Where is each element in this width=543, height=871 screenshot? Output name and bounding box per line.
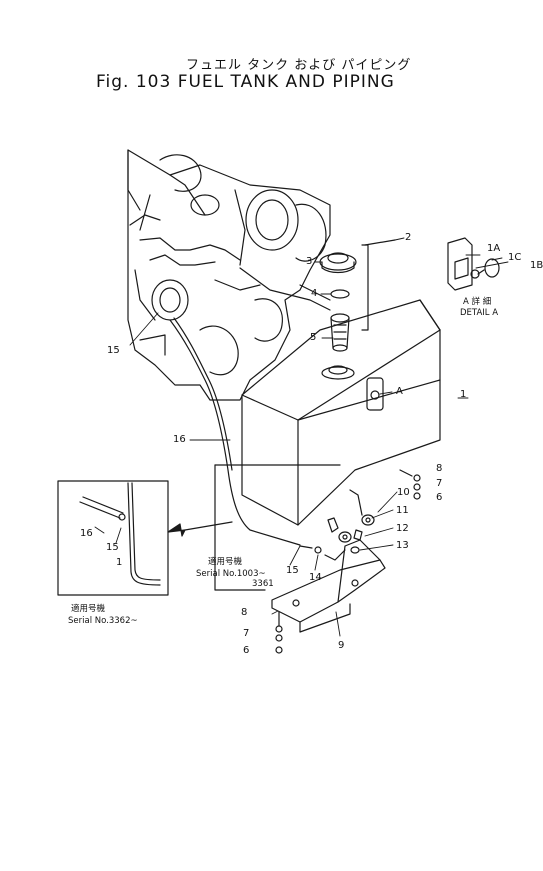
callout-7-lower: 7 xyxy=(243,628,250,639)
callout-2: 2 xyxy=(405,232,412,243)
callout-14: 14 xyxy=(309,572,322,583)
callout-13: 13 xyxy=(396,540,409,551)
detail-a-caption-jp: A 詳 細 xyxy=(463,297,492,307)
callout-15-inset: 15 xyxy=(106,542,119,553)
fuel-hose xyxy=(169,319,301,546)
bolt-set-lower xyxy=(275,611,283,654)
callout-6-lower: 6 xyxy=(243,645,250,656)
callout-1-inset: 1 xyxy=(116,557,123,568)
inset-detail xyxy=(57,480,169,596)
callout-12: 12 xyxy=(396,523,409,534)
fittings xyxy=(299,514,375,561)
serial-main-line1: Serial No.1003~ xyxy=(196,569,266,579)
callout-1a: 1A xyxy=(487,243,501,254)
o-ring xyxy=(330,289,350,299)
callout-8-right: 8 xyxy=(436,463,443,474)
serial-main-jp: 適用号機 xyxy=(208,557,243,567)
serial-inset-jp: 適用号機 xyxy=(71,604,106,614)
callout-15-engine: 15 xyxy=(107,345,120,356)
callout-16-inset: 16 xyxy=(80,528,93,539)
japanese-title: フュエル タンク および パイピング xyxy=(186,58,412,73)
callout-1b: 1B xyxy=(530,260,543,271)
bolt-set-right xyxy=(399,469,421,500)
detail-a-caption: DETAIL A xyxy=(460,308,499,318)
callout-11: 11 xyxy=(396,505,409,516)
callout-16-main: 16 xyxy=(173,434,186,445)
serial-main-line2: 3361 xyxy=(252,579,274,589)
engine-outline xyxy=(127,149,331,401)
callout-8-lower: 8 xyxy=(241,607,248,618)
callout-1: 1 xyxy=(460,389,467,400)
callout-5: 5 xyxy=(310,332,317,343)
callout-6-right: 6 xyxy=(436,492,443,503)
detail-a-arrow-label: A xyxy=(396,386,403,397)
fuel-tank xyxy=(241,299,441,526)
callout-1c: 1C xyxy=(508,252,522,263)
strainer xyxy=(330,313,350,352)
callout-15-lower: 15 xyxy=(286,565,299,576)
callout-4: 4 xyxy=(311,288,318,299)
mounting-bracket xyxy=(271,539,386,633)
serial-inset-line1: Serial No.3362~ xyxy=(68,616,138,626)
callout-9: 9 xyxy=(338,640,345,651)
filler-cap xyxy=(319,253,357,271)
callout-7-right: 7 xyxy=(436,478,443,489)
callout-3: 3 xyxy=(306,256,313,267)
detail-a-gauge xyxy=(447,237,500,291)
callout-10: 10 xyxy=(397,487,410,498)
figure-title: Fig. 103 FUEL TANK AND PIPING xyxy=(96,72,395,92)
